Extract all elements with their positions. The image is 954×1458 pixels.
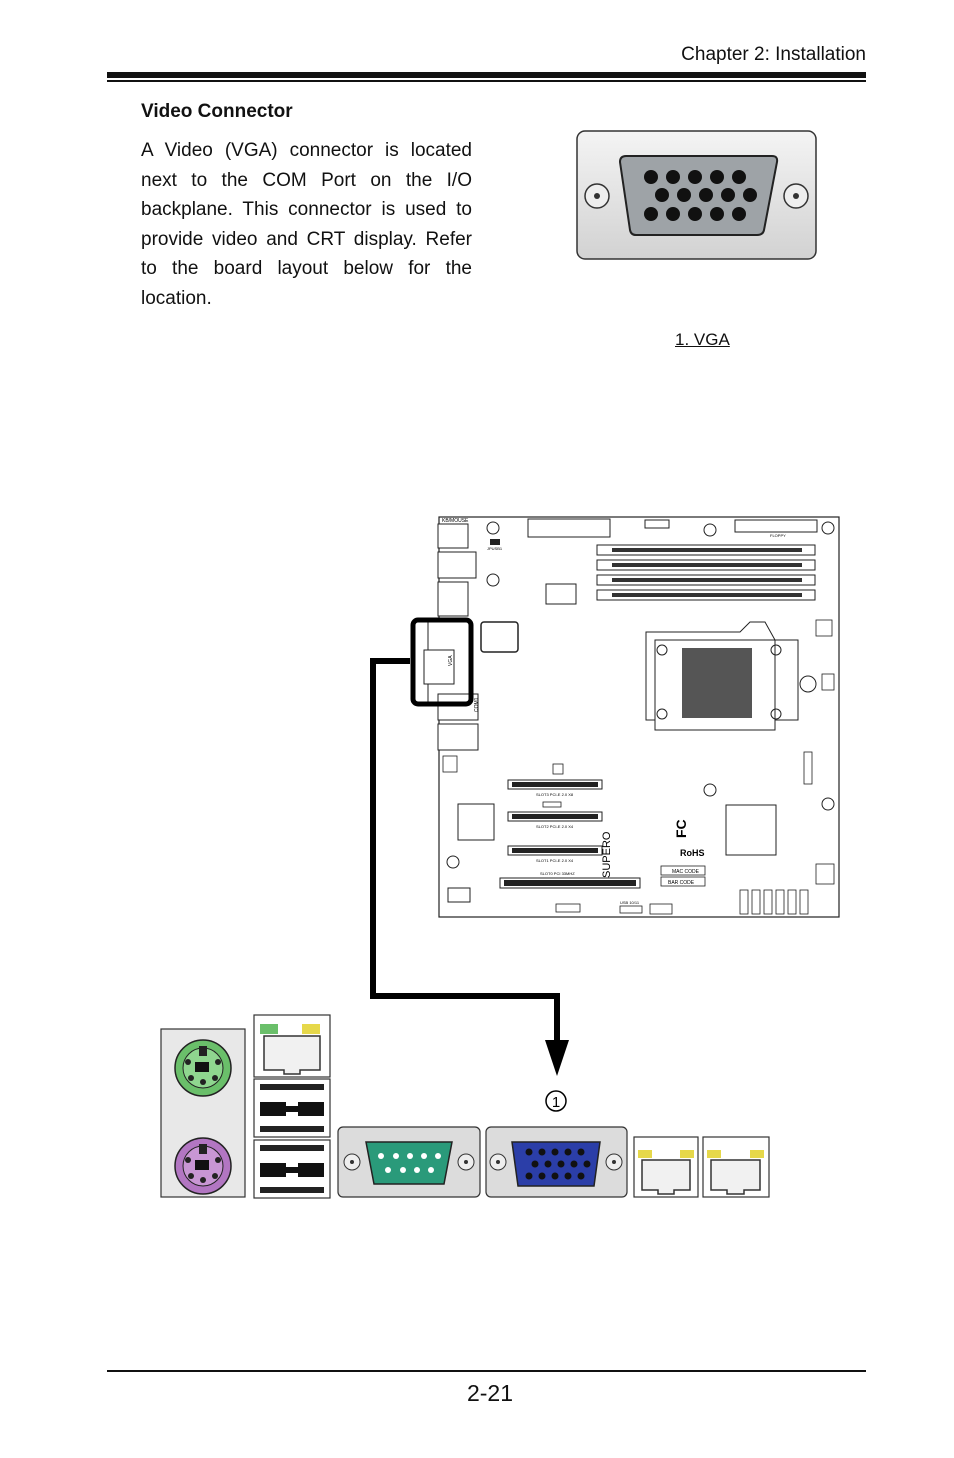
floppy-connector: [734, 519, 818, 533]
callout-arrow-head: [545, 1040, 569, 1076]
board-lan3-port: [437, 723, 479, 751]
vga-highlight-box: [410, 617, 474, 707]
io-backpanel: [160, 1014, 770, 1199]
board-kbms-port: [437, 523, 469, 549]
footer-rule: [107, 1370, 866, 1372]
pin-header: [821, 673, 835, 691]
lan-led-yellow: [302, 1024, 320, 1034]
board-label-vga: VGA: [448, 655, 454, 666]
board-label-slot0: SLOT0 PCI 33MHZ: [540, 871, 575, 876]
mounting-holes: [446, 521, 835, 869]
board-brand: SUPERO: [601, 831, 613, 878]
jumper-block: [815, 863, 835, 885]
jpusb-jumper: [490, 539, 500, 545]
section-title: Video Connector: [141, 101, 293, 122]
jumper-jpg: [552, 763, 564, 775]
board-label-mac: MAC CODE: [672, 869, 700, 875]
vga-pins: [644, 170, 757, 221]
usb-port-onboard: [649, 903, 673, 915]
board-label-fc: FC: [673, 819, 689, 838]
sata-ports: [739, 889, 809, 915]
ps2-mouse-port: [174, 1039, 232, 1097]
expansion-slots: [499, 779, 641, 889]
board-label-bar: BAR CODE: [668, 880, 695, 886]
board-label-kbms: KB/MOUSE: [442, 518, 469, 524]
dimm-slots: [596, 544, 816, 601]
page-number: 2-21: [466, 1380, 514, 1406]
header-rule-thin: [107, 80, 866, 82]
screw-left-icon: [584, 183, 610, 209]
lan-led-green: [260, 1024, 278, 1034]
board-usb-port: [437, 551, 477, 579]
board-label-usb: USB 10/11: [620, 900, 640, 905]
front-panel-header: [555, 903, 581, 913]
bmc-chip: [480, 621, 519, 653]
side-header: [803, 751, 813, 785]
board-label-slot1: SLOT1 PCI-E 2.0 X4: [536, 858, 574, 863]
callout-label-vga: 1. VGA: [675, 330, 730, 349]
callout-marker: [545, 1090, 567, 1112]
pch-chip: [457, 803, 495, 841]
board-label-slot3: SLOT3 PCI-E 2.0 X8: [536, 792, 574, 797]
small-header: [542, 801, 562, 808]
board-label-slot2: SLOT2 PCI-E 2.0 X4: [536, 824, 574, 829]
board-layout-diagram: KB/MOUSE VGA COM1 FLOPPY JPUSB1: [160, 516, 840, 1199]
board-label-jpusb: JPUSB1: [487, 546, 503, 551]
screw-right-icon: [783, 183, 809, 209]
header-rule-thick: [107, 72, 866, 78]
callout-marker-number: 1: [552, 1094, 560, 1111]
vga-connector-illustration: [576, 130, 817, 260]
atx-power-connector: [527, 518, 611, 538]
cpu-socket: [645, 621, 817, 731]
board-label-rohs: RoHS: [680, 848, 705, 858]
board-label-floppy: FLOPPY: [770, 533, 786, 538]
header-small: [644, 519, 670, 529]
callout-arrow-line: [370, 658, 560, 1046]
bar-code-box: [660, 876, 706, 887]
ps2-keyboard-port: [174, 1137, 232, 1195]
usb-header: [619, 905, 643, 914]
aux-power-connector: [545, 583, 577, 605]
mac-code-box: [660, 865, 706, 876]
fan-header: [815, 619, 833, 637]
board-label-com: COM1: [474, 697, 480, 712]
board-vga-port: [423, 649, 455, 685]
chapter-header: Chapter 2: Installation: [681, 44, 866, 65]
bios-chip: [447, 887, 471, 903]
super-io-chip: [725, 804, 777, 856]
left-jumpers: [442, 755, 458, 773]
body-paragraph: A Video (VGA) connector is located next …: [141, 140, 472, 309]
board-lan-port: [437, 581, 469, 617]
